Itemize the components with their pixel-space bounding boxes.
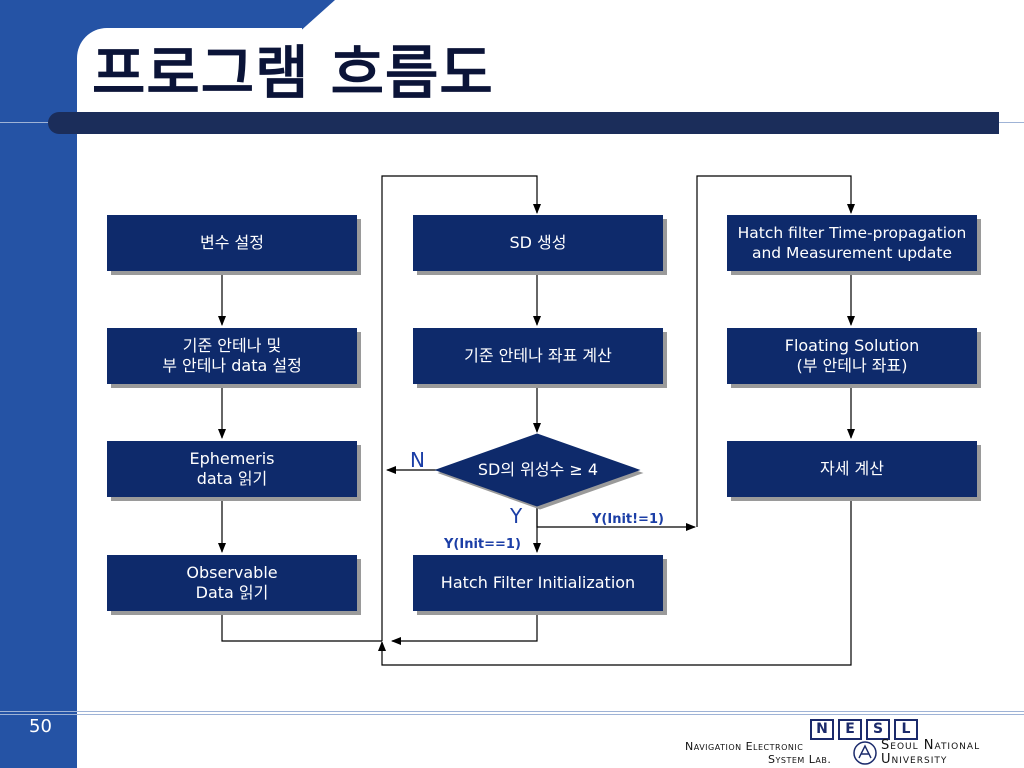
node-sd-generate: SD 생성 [413,215,663,271]
arrow-observable-to-loop [221,612,382,642]
node-hatch-init: Hatch Filter Initialization [413,555,663,611]
node-hatch-update: Hatch filter Time-propagation and Measur… [727,215,977,271]
arrow-loop-to-sd [381,175,541,641]
decision-label: SD의 위성수 ≥ 4 [477,460,599,479]
footer-line [0,711,1024,712]
logo-letter-s: S [866,719,890,740]
logo-line1-left: Navigation Electronic [685,740,804,753]
title-tab [77,28,302,118]
node-ref-antenna-coord: 기준 안테나 좌표 계산 [413,328,663,384]
node-observable-read: Observable Data 읽기 [107,555,357,611]
arrow-to-hatch-update [696,175,855,527]
logo-letter-l: L [894,719,918,740]
logo-line2-right: University [881,752,948,767]
node-attitude-calc: 자세 계산 [727,441,977,497]
logo-line1-right: Seoul National [881,738,981,753]
title-bar [48,112,999,134]
logo-letter-n: N [810,719,834,740]
arrow-attitude-to-loop [378,498,852,666]
slide-title: 프로그램 흐름도 [92,39,494,107]
page-number: 50 [29,716,52,737]
node-var-setup: 변수 설정 [107,215,357,271]
footer-line-2 [0,714,1024,715]
logo-line2-left: System Lab. [768,753,832,766]
label-yes: Y [510,504,523,528]
node-ephemeris-read: Ephemeris data 읽기 [107,441,357,497]
node-floating-solution: Floating Solution (부 안테나 좌표) [727,328,977,384]
arrow-hatch-init-to-loop [391,612,538,645]
label-init-eq1: Y(Init==1) [444,537,521,552]
university-emblem-icon [853,741,877,765]
logo-letter-e: E [838,719,862,740]
decision-diamond [434,433,641,507]
label-init-not1: Y(Init!=1) [592,512,664,527]
node-antenna-data-setup: 기준 안테나 및 부 안테나 data 설정 [107,328,357,384]
label-no: N [410,448,425,472]
arrow-decision-init-not1 [536,507,696,531]
